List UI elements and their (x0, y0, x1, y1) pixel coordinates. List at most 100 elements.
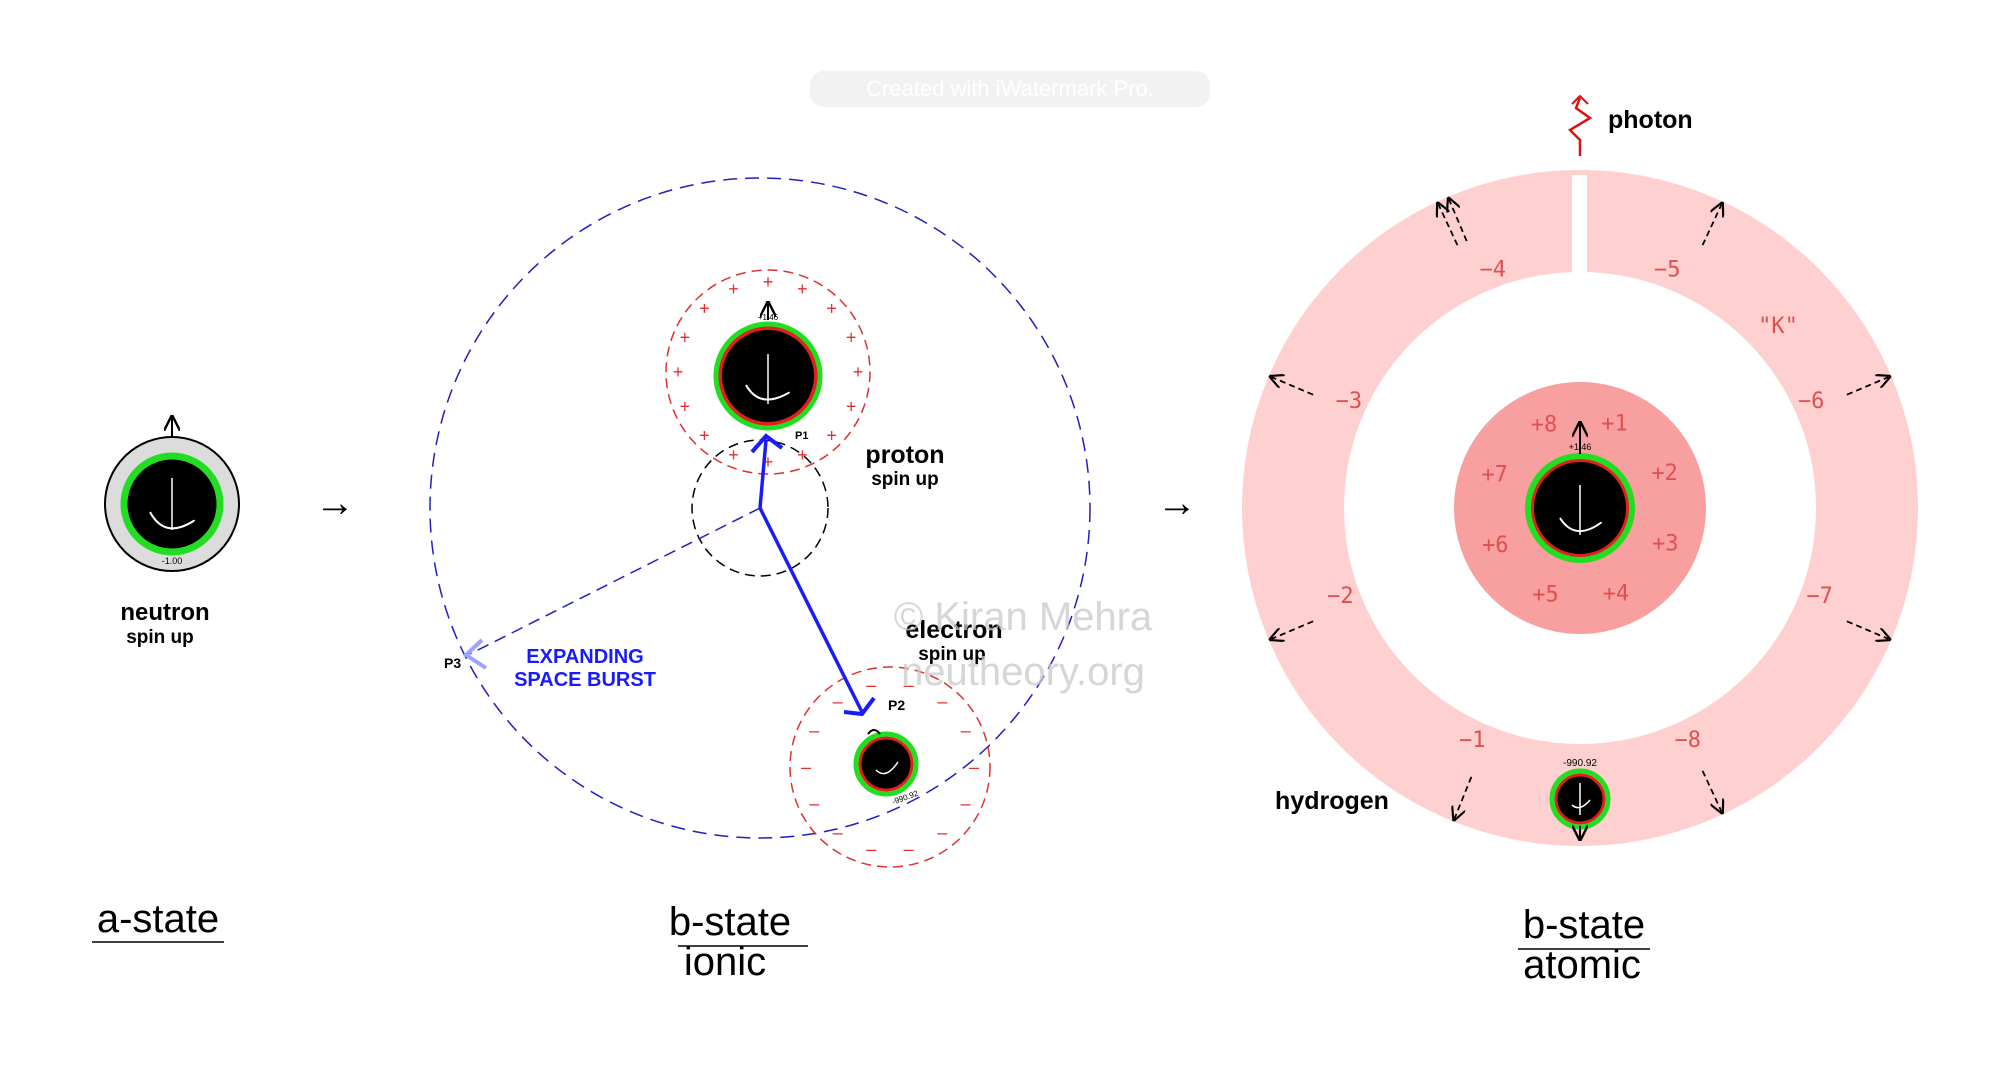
atomic-nucleus: N S +1.46 (1525, 424, 1635, 563)
electron-minus-sign: – (969, 757, 979, 777)
expansion-arrow-icon (1272, 620, 1314, 639)
watermark-banner: Created with iWatermark Pro. (810, 71, 1210, 107)
electron-minus-sign: – (961, 721, 971, 741)
expansion-arrows (1272, 200, 1889, 819)
proton-plus-sign: + (728, 279, 739, 299)
proton-plus-sign: + (826, 298, 837, 318)
p3-label: P3 (444, 655, 461, 671)
nucleus-charge: +1.46 (1569, 442, 1592, 452)
proton-symbol: p (741, 361, 750, 377)
atomic-electron: -990.92 (1549, 758, 1611, 838)
inner-charge-label: +3 (1652, 531, 1679, 556)
neutron-rotation-icon (149, 511, 195, 528)
p2-label: P2 (888, 697, 905, 713)
proton-plus-sign: + (673, 362, 684, 382)
electron-minus-sign: – (866, 675, 876, 695)
expansion-arrow-icon (1455, 776, 1473, 819)
transition-arrow-2: → (1157, 481, 1197, 525)
electron-minus-sign: – (833, 823, 843, 843)
neutron-spin-label: spin up (126, 627, 194, 648)
electron-minus-sign: – (809, 721, 819, 741)
outer-charge-label: −5 (1654, 257, 1681, 282)
photon-emission-gap (1572, 175, 1587, 285)
nucleus-pole-top: N (1576, 473, 1584, 485)
expansion-arrow-icon (1846, 620, 1888, 639)
transition-arrow-1: → (315, 481, 355, 525)
outer-minus-labels: −1−2−3−4−5−6−7−8 (1327, 257, 1833, 753)
proton-pole-top: N (764, 343, 772, 355)
proton-plus-sign: + (853, 362, 864, 382)
electron-spin-label: spin up (918, 644, 986, 665)
burst-origin-circle (691, 439, 829, 577)
electron-minus-sign: – (904, 675, 914, 695)
p2-arrow-icon (843, 696, 876, 717)
proton-plus-sign: + (846, 396, 857, 416)
vector-to-p2 (758, 507, 864, 713)
electron-minus-charges: –––––––––––––– (801, 675, 979, 859)
electron-minus-sign: – (866, 839, 876, 859)
electron-particle: -990.92 (853, 729, 920, 807)
proton-spin-label: spin up (871, 469, 939, 490)
expansion-arrow-icon (1846, 377, 1888, 396)
electron-field (789, 666, 991, 868)
proton-plus-sign: + (728, 445, 739, 465)
expansion-arrow-icon (1449, 200, 1468, 242)
electron-minus-sign: – (809, 793, 819, 813)
outer-charge-label: −8 (1675, 728, 1702, 753)
atomic-electron-rotation-icon (1571, 799, 1591, 809)
atomic-region: +1+2+3+4+5+6+7+8 −1−2−3−4−5−6−7−8 N S +1… (1242, 94, 1918, 846)
site-watermark: neutheory.org (901, 650, 1145, 694)
inner-charge-label: +2 (1651, 461, 1678, 486)
vector-to-p1 (758, 439, 768, 509)
inner-charge-label: +4 (1603, 582, 1630, 607)
expansion-arrow-icon (1438, 204, 1459, 246)
proton-plus-sign: + (826, 426, 837, 446)
proton-field (665, 269, 871, 475)
proton-pole-bottom: S (764, 407, 771, 419)
electron-spin-arrow-icon (867, 729, 881, 735)
proton-plus-sign: + (680, 396, 691, 416)
proton-plus-sign: + (797, 279, 808, 299)
proton-charge: +1.46 (758, 313, 779, 322)
electron-rotation-icon (875, 761, 899, 775)
electron-label: electron (905, 616, 1002, 644)
outer-charge-label: −1 (1459, 728, 1486, 753)
proton-plus-sign: + (699, 298, 710, 318)
inner-charge-label: +1 (1601, 412, 1628, 437)
electron-minus-sign: – (904, 839, 914, 859)
inner-charge-label: +5 (1532, 582, 1559, 607)
neutron-particle: S N n -1.00 (104, 418, 240, 572)
electron-minus-sign: – (937, 691, 947, 711)
neutron-pole-bottom: N (168, 536, 176, 548)
expansion-arrow-icon (1701, 204, 1722, 246)
outer-charge-label: −7 (1806, 584, 1833, 609)
atomic-electron-charge: -990.92 (1563, 758, 1597, 769)
neutron-label: neutron (120, 599, 209, 626)
proton-plus-sign: + (846, 328, 857, 348)
hydrogen-label: hydrogen (1275, 787, 1389, 815)
proton-plus-sign: + (699, 426, 710, 446)
proton-label: proton (865, 441, 944, 469)
proton-plus-sign: + (763, 272, 774, 292)
p1-arrow-icon (750, 433, 784, 454)
copyright-watermark: © Kiran Mehra (894, 595, 1153, 639)
burst-label-line2: SPACE BURST (514, 669, 656, 691)
neutron-charge: -1.00 (162, 556, 183, 566)
a-state-title: a-state (97, 897, 219, 941)
neutron-symbol: n (148, 489, 156, 505)
electron-minus-sign: – (801, 757, 811, 777)
inner-charge-label: +8 (1531, 412, 1558, 437)
electron-minus-sign: – (833, 691, 843, 711)
p1-label: P1 (795, 430, 808, 442)
photon-label: photon (1608, 106, 1693, 134)
proton-plus-charges: ++++++++++++++++ (673, 272, 864, 472)
proton-plus-sign: + (763, 452, 774, 472)
expansion-arrow-icon (1701, 770, 1722, 812)
burst-label-line1: EXPANDING (526, 646, 643, 668)
p3-arrow-icon (462, 638, 488, 670)
inner-plus-labels: +1+2+3+4+5+6+7+8 (1481, 412, 1678, 608)
proton-plus-sign: + (680, 328, 691, 348)
inner-charge-label: +6 (1482, 533, 1509, 558)
photon-icon (1567, 94, 1593, 156)
outer-charge-label: −2 (1327, 584, 1354, 609)
